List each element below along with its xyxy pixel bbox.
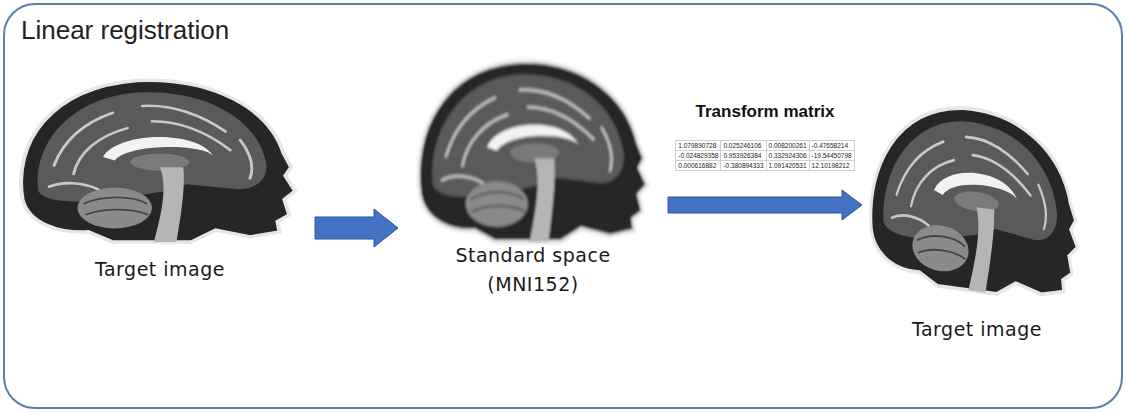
image-panel: Target image	[862, 85, 1092, 347]
matrix-cell: 0.000616882	[676, 161, 721, 171]
edge-label-text: Transform matrix	[696, 102, 835, 121]
matrix-row: -0.024829358 0.953926384 0.332924306 -19.54…	[676, 151, 854, 161]
matrix-cell: -0.380894333	[721, 161, 766, 171]
target-mri	[21, 80, 295, 242]
matrix-value: -0.380894333	[723, 162, 763, 169]
registered-mri-image	[868, 96, 1083, 305]
matrix-table: 1.079890728 0.025246106 0.008200261 -0.4765…	[675, 140, 854, 171]
matrix-row: 1.079890728 0.025246106 0.008200261 -0.4765…	[676, 141, 854, 151]
matrix-cell: -0.47658214	[809, 141, 854, 151]
matrix-cell: 0.332924306	[766, 151, 809, 161]
matrix-cell: 1.079890728	[676, 141, 721, 151]
matrix-cell: 0.953926384	[721, 151, 766, 161]
matrix-value: 1.079890728	[678, 142, 716, 149]
image-panel: Standard space (MNI152)	[398, 48, 668, 302]
matrix-value: 12.10198212	[812, 162, 850, 169]
image-caption: Target image	[95, 255, 225, 284]
registered-mri	[868, 96, 1083, 305]
matrix-value: 0.953926384	[723, 152, 761, 159]
matrix-cell: -0.024829358	[676, 151, 721, 161]
matrix-cell: 0.025246106	[721, 141, 766, 151]
matrix-value: 1.091420531	[769, 162, 807, 169]
diagram-title: Linear registration	[21, 15, 229, 46]
matrix-cell: 0.008200261	[766, 141, 809, 151]
matrix-value: 0.025246106	[723, 142, 761, 149]
matrix-value: -0.47658214	[812, 142, 849, 149]
edge-label: Transform matrix	[696, 102, 835, 122]
matrix-value: 0.008200261	[769, 142, 807, 149]
block-arrow	[668, 190, 862, 220]
matrix-value: -0.024829358	[678, 152, 718, 159]
matrix-value: 0.332924306	[769, 152, 807, 159]
matrix-row: 0.000616882 -0.380894333 1.091420531 12.101…	[676, 161, 854, 171]
matrix-value: 0.000616882	[678, 162, 716, 169]
image-panel: Target image	[5, 75, 315, 287]
block-arrow	[315, 209, 398, 247]
mni152-template	[418, 61, 647, 242]
matrix-cell: 12.10198212	[809, 161, 854, 171]
registration-frame: Linear registrationTarget image Standard …	[3, 3, 1123, 409]
matrix-value: -19.54450798	[812, 152, 852, 159]
image-caption: Target image	[912, 315, 1042, 344]
matrix-cell: -19.54450798	[809, 151, 854, 161]
image-caption: Standard space (MNI152)	[443, 241, 623, 298]
matrix-cell: 1.091420531	[766, 161, 809, 171]
